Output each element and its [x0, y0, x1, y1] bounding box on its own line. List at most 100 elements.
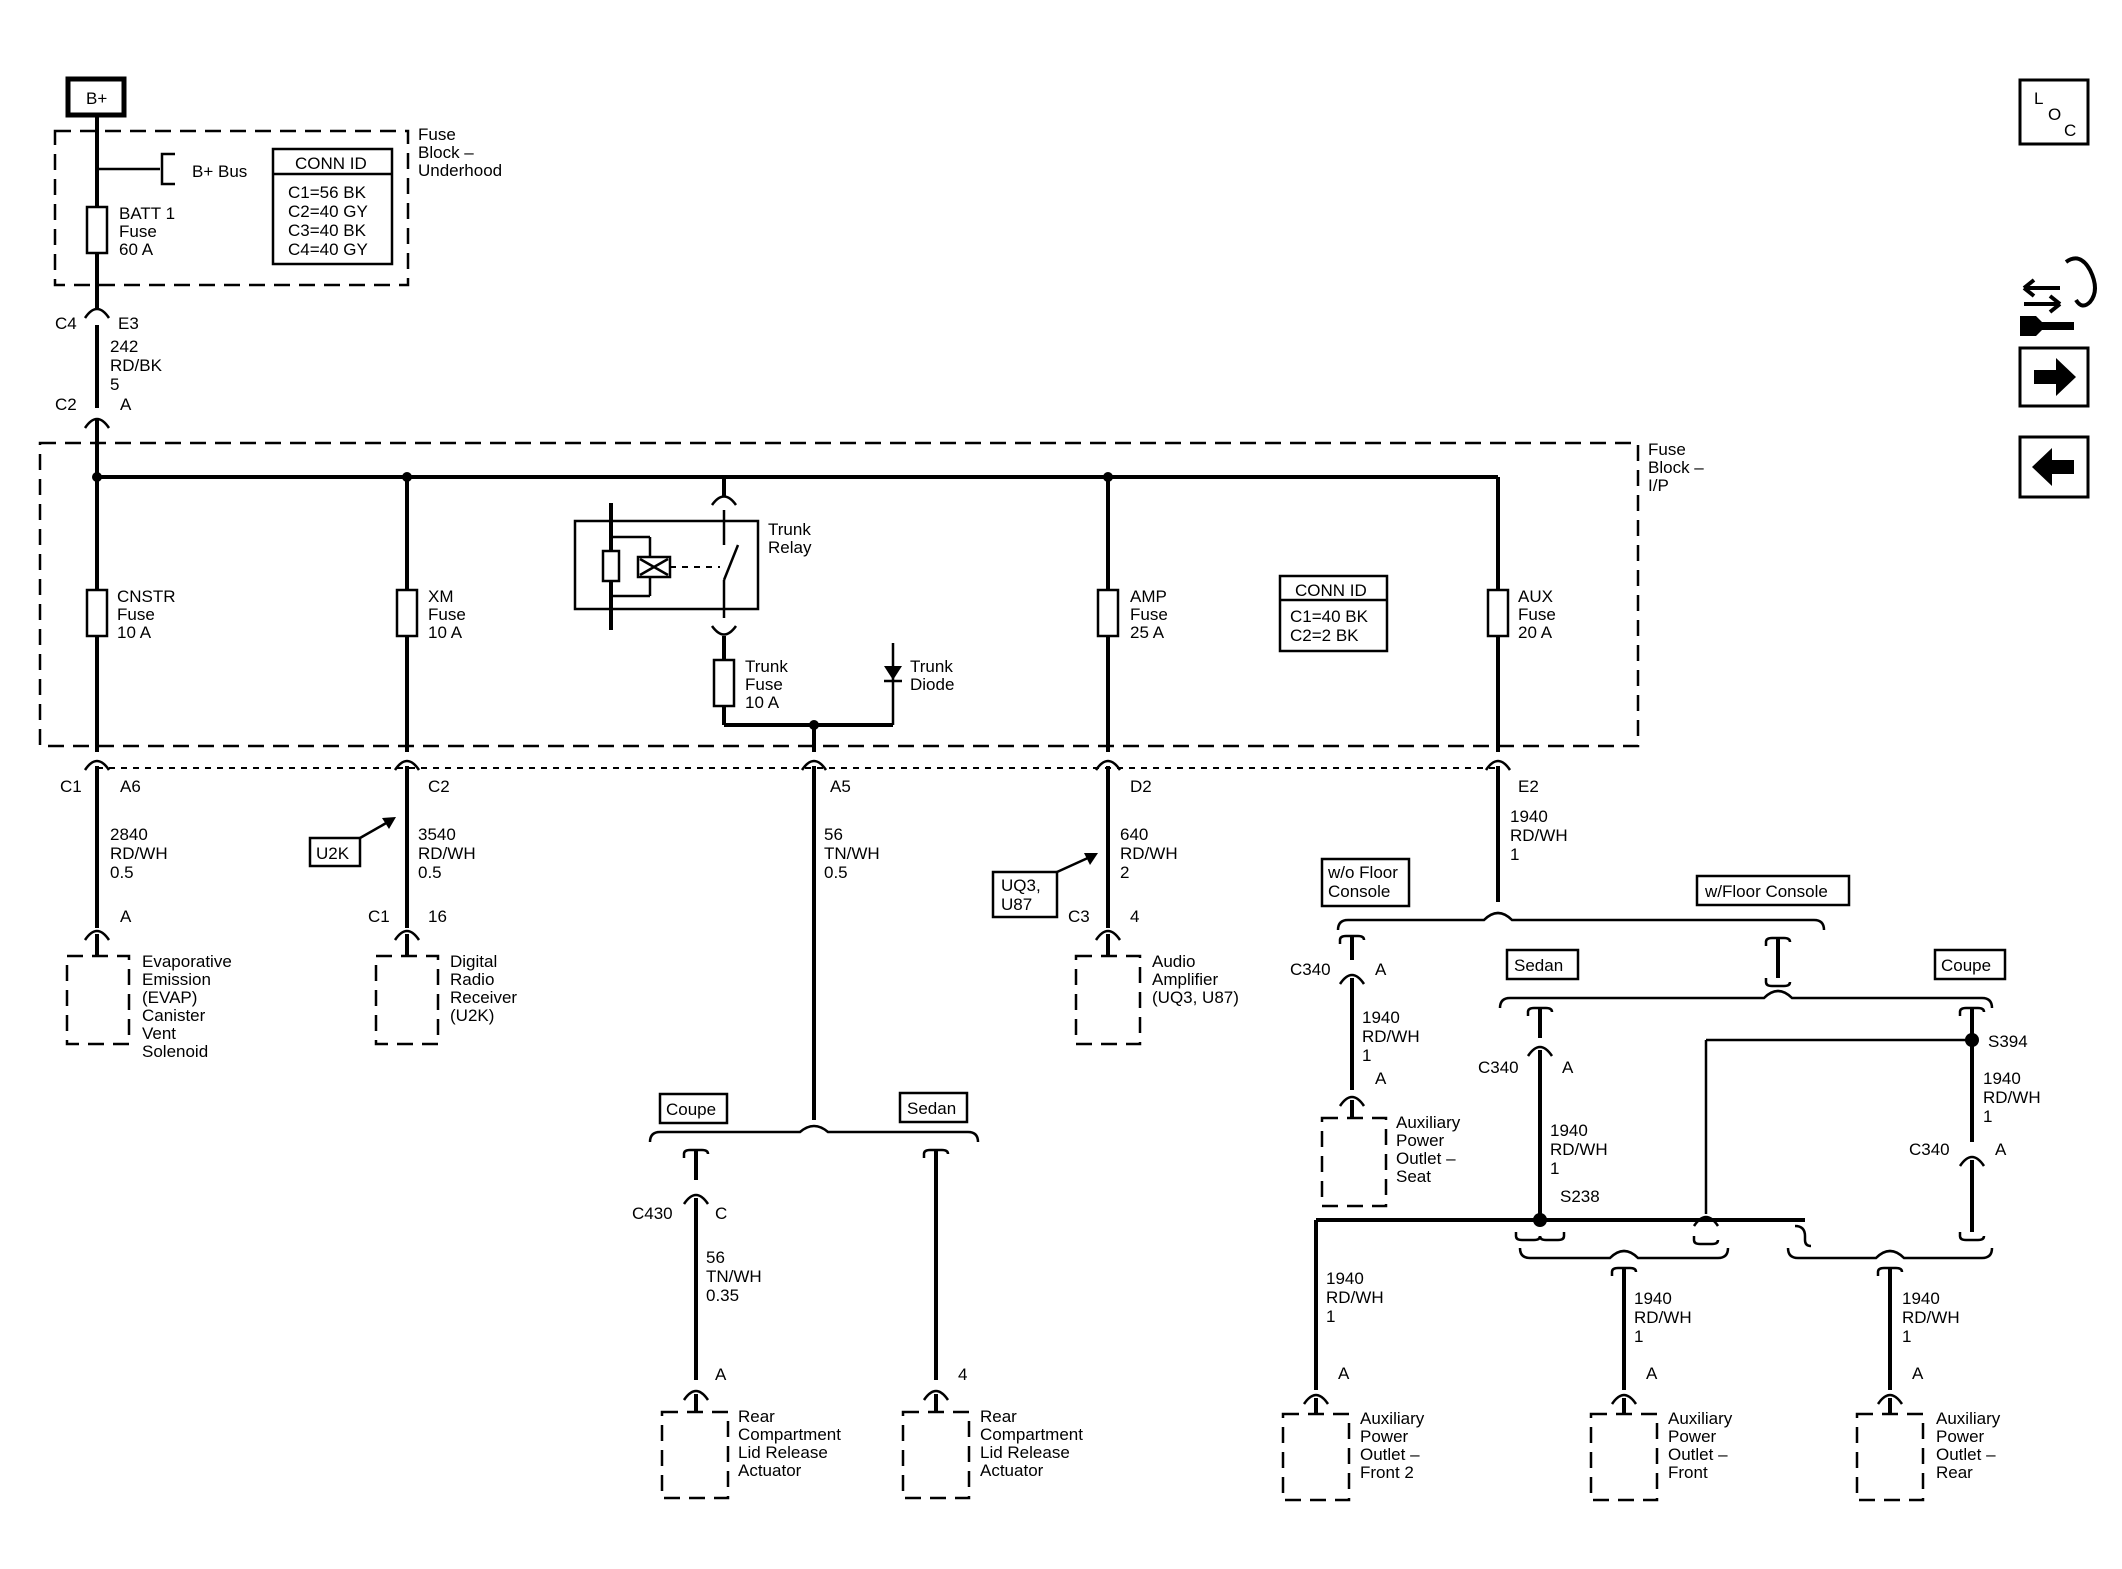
c340-coupe-pin: A	[1995, 1140, 2007, 1159]
c2-connector	[83, 417, 111, 429]
next-page-button[interactable]	[2018, 346, 2090, 408]
amp-circuit-label: 640 RD/WH 2	[1120, 825, 1182, 882]
front-outlet-split	[1518, 1247, 1730, 1260]
batt1-fuse-symbol	[85, 205, 109, 255]
svg-text:Coupe: Coupe	[1941, 956, 1991, 975]
sedan-actuator-label: Rear Compartment Lid Release Actuator	[980, 1407, 1088, 1480]
feed-pin-a: A	[120, 395, 132, 414]
aux-outlet-front2-label: Auxiliary Power Outlet – Front 2	[1360, 1409, 1429, 1482]
rear-outlet-split	[1786, 1247, 1994, 1260]
feed-wire-label: 242 RD/BK 5	[110, 337, 167, 394]
trunk-diode-symbol	[884, 666, 902, 680]
c340-seat-conn: C340	[1290, 960, 1331, 979]
coupe-tag-aux	[1933, 948, 2007, 981]
a5-output-pin: A5	[830, 777, 851, 796]
aux-circuit-label: 1940 RD/WH 1	[1510, 807, 1572, 864]
c2-output-pin: C2	[428, 777, 450, 796]
body-style-split	[1498, 989, 1994, 1009]
coupe-actuator-wire-label: 56 TN/WH 0.35	[706, 1248, 766, 1305]
radio-receiver-component	[374, 954, 440, 1046]
left-arrow-icon	[2032, 448, 2074, 486]
underhood-conn-id-table	[271, 147, 394, 266]
front-wire-label: 1940 RD/WH 1	[1634, 1289, 1696, 1346]
sedan-lid-release-actuator	[901, 1410, 971, 1500]
amp-fuse-symbol	[1096, 588, 1120, 638]
u2k-option-tag	[308, 836, 362, 868]
audio-amplifier-label: Audio Amplifier (UQ3, U87)	[1152, 952, 1239, 1007]
loc-button[interactable]: L O C	[2018, 78, 2090, 146]
sedan-tag-aux	[1505, 948, 1580, 981]
trunk-fuse-symbol	[712, 658, 736, 708]
a6-output-pin: A6	[120, 777, 141, 796]
c4-connector	[83, 307, 111, 319]
bplus-bus-connector	[160, 152, 175, 186]
with-floor-console-tag	[1695, 874, 1851, 907]
svg-text:Sedan: Sedan	[1514, 956, 1563, 975]
svg-text:w/o Floor Console: w/o Floor Console	[1327, 863, 1403, 901]
svg-text:U2K: U2K	[316, 844, 350, 863]
radio-conn: C1	[368, 907, 390, 926]
xm-fuse-label: XM Fuse 10 A	[428, 587, 471, 642]
trunk-relay-label: Trunk Relay	[768, 520, 816, 557]
trunk-fuse-label: Trunk Fuse 10 A	[745, 657, 793, 712]
aux-outlet-front2-component	[1281, 1412, 1351, 1502]
conn-id-rows: C1=56 BK C2=40 GY C3=40 BK C4=40 GY	[288, 183, 372, 259]
trunk-diode-label: Trunk Diode	[910, 657, 958, 694]
amp-fuse-label: AMP Fuse 25 A	[1130, 587, 1173, 642]
ip-conn-id-header: CONN ID	[1295, 581, 1367, 600]
aux-fuse-label: AUX Fuse 20 A	[1518, 587, 1561, 642]
c340-sedan-pin: A	[1562, 1058, 1574, 1077]
rear-outlet-pin: A	[1912, 1364, 1924, 1383]
aux-outlet-front-component	[1589, 1412, 1659, 1502]
uq3-u87-option-tag	[991, 870, 1059, 919]
front-outlet-pin: A	[1646, 1364, 1658, 1383]
loc-letter-o: O	[2048, 105, 2061, 124]
aux-outlet-front-label: Auxiliary Power Outlet – Front	[1668, 1409, 1737, 1482]
radio-receiver-label: Digital Radio Receiver (U2K)	[450, 952, 522, 1025]
component-connector-views-icon[interactable]	[2020, 256, 2097, 336]
s394-label: S394	[1988, 1032, 2028, 1051]
ip-fuse-block	[38, 441, 1640, 748]
sedan-actuator-pin: 4	[958, 1365, 967, 1384]
conn-id-header: CONN ID	[295, 154, 367, 173]
right-arrow-icon	[2034, 358, 2076, 396]
front2-outlet-pin: A	[1338, 1364, 1350, 1383]
console-option-split	[1336, 911, 1826, 931]
coupe-actuator-pin: A	[715, 1365, 727, 1384]
c2-label: C2	[55, 395, 77, 414]
cnstr-fuse-label: CNSTR Fuse 10 A	[117, 587, 180, 642]
coupe-aux-wire-label: 1940 RD/WH 1	[1983, 1069, 2045, 1126]
evap-solenoid-component	[65, 954, 131, 1046]
without-floor-console-tag	[1320, 857, 1411, 908]
seat-outlet-pin: A	[1375, 1069, 1387, 1088]
batt1-fuse-label: BATT 1 Fuse 60 A	[119, 204, 180, 259]
s394-splice	[1965, 1033, 1979, 1047]
coupe-lid-release-actuator	[660, 1410, 730, 1500]
underhood-block-title: Fuse Block – Underhood	[418, 125, 502, 180]
trunk-option-split	[648, 1124, 980, 1143]
bplus-bus-label: B+ Bus	[192, 162, 247, 181]
previous-page-button[interactable]	[2018, 435, 2090, 499]
svg-text:Coupe: Coupe	[666, 1100, 716, 1119]
evap-pin: A	[120, 907, 132, 926]
aux-outlet-seat-label: Auxiliary Power Outlet – Seat	[1396, 1113, 1465, 1186]
rear-wire-label: 1940 RD/WH 1	[1902, 1289, 1964, 1346]
coupe-tag-trunk	[658, 1092, 729, 1125]
d2-output-pin: D2	[1130, 777, 1152, 796]
c4-label: C4	[55, 314, 77, 333]
amp-pin: 4	[1130, 907, 1139, 926]
svg-text:UQ3, U87: UQ3, U87	[1001, 876, 1045, 914]
xm-fuse-symbol	[395, 588, 419, 638]
e2-output-pin: E2	[1518, 777, 1539, 796]
aux-outlet-rear-label: Auxiliary Power Outlet – Rear	[1936, 1409, 2005, 1482]
radio-circuit-label: 3540 RD/WH 0.5	[418, 825, 480, 882]
c340-seat-pin: A	[1375, 960, 1387, 979]
c430-label: C430	[632, 1204, 673, 1223]
aux-outlet-rear-component	[1855, 1412, 1925, 1502]
sedan-aux-wire-label: 1940 RD/WH 1	[1550, 1121, 1612, 1178]
ip-conn-id-table	[1278, 574, 1389, 653]
cnstr-fuse-symbol	[85, 588, 109, 638]
radio-pin: 16	[428, 907, 447, 926]
c340-coupe-conn: C340	[1909, 1140, 1950, 1159]
